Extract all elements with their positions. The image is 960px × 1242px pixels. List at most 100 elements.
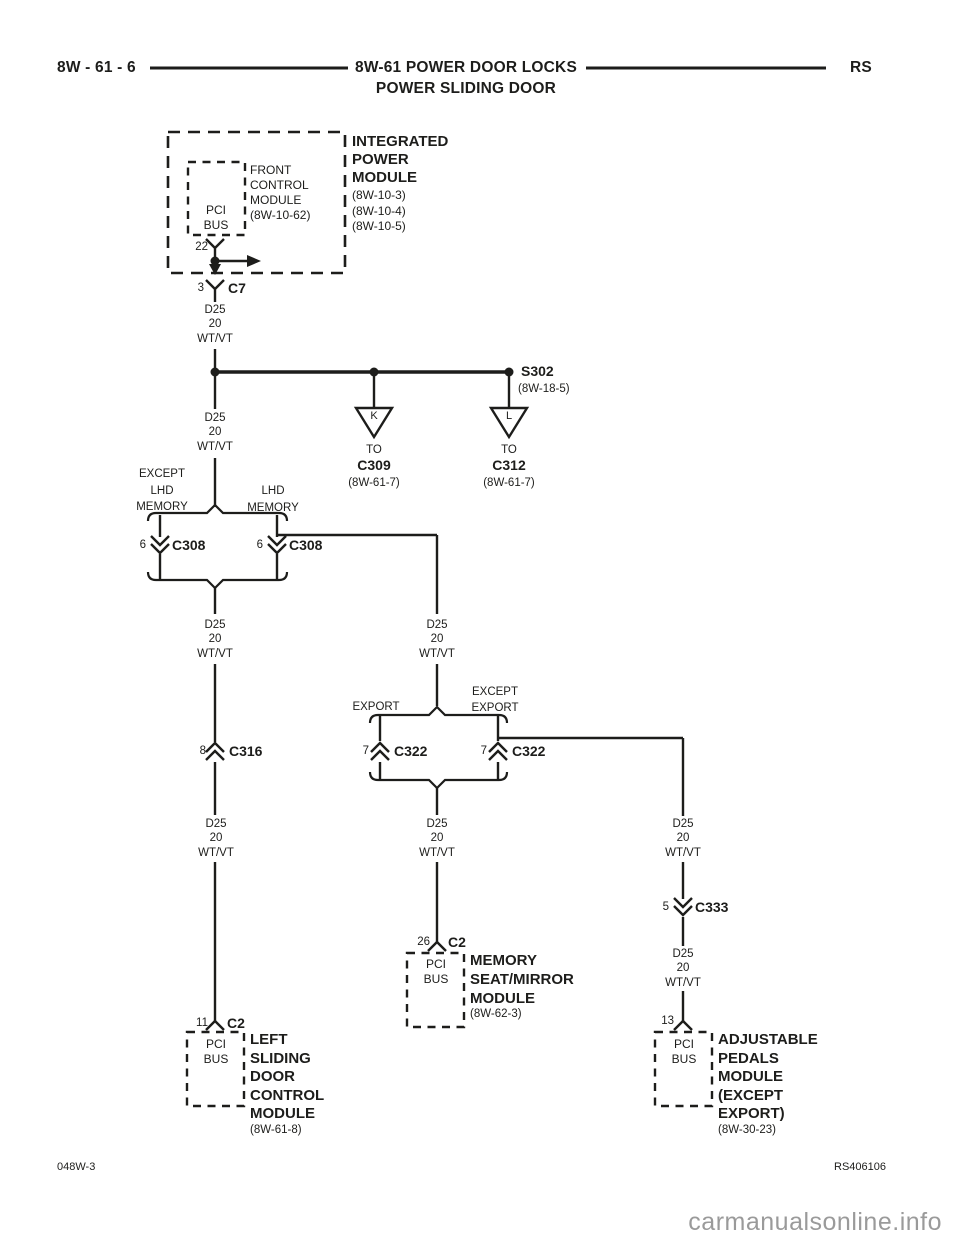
branch-brackets <box>146 503 509 790</box>
ipm-label-line: MODULE <box>352 169 417 186</box>
connector-name-c312: C312 <box>492 457 526 473</box>
c2-26-connector-icon <box>427 940 447 952</box>
wire-color: WT/VT <box>198 846 234 859</box>
module-label-line: MODULE <box>470 990 535 1007</box>
fcm-pci-bus-label: PCI BUS <box>204 203 229 233</box>
module-label-line: ADJUSTABLE <box>718 1031 818 1048</box>
splice-page-ref: (8W-18-5) <box>518 383 570 395</box>
connector-name-c2: C2 <box>227 1015 245 1031</box>
page-ref: 8W - 61 - 6 <box>57 59 136 76</box>
module-label-line: EXPORT) <box>718 1105 785 1123</box>
offpage-triangle-k <box>353 406 395 440</box>
ipm-page-refs: (8W-10-3) (8W-10-4) (8W-10-5) <box>352 188 406 235</box>
wire-circuit: D25 <box>426 818 448 830</box>
wire-label: D25 20 WT/VT <box>198 817 234 860</box>
branch-label-line: LHD <box>150 484 174 497</box>
fcm-label-line: MODULE <box>250 193 302 207</box>
splice-name-s302: S302 <box>521 363 554 379</box>
bus-label-line: BUS <box>203 1051 229 1066</box>
branch-label-line: MEMORY <box>136 501 188 513</box>
wire-label: D25 20 WT/VT <box>197 411 233 454</box>
wire-circuit: D25 <box>426 619 448 631</box>
platform-code: RS <box>850 59 872 76</box>
branch-label-except-lhd-memory: EXCEPT LHD MEMORY <box>136 466 188 516</box>
module-label-line: (EXCEPT <box>718 1086 784 1104</box>
pin-number-11: 11 <box>196 1017 208 1029</box>
split-bracket-memory <box>146 503 289 522</box>
wire-color: WT/VT <box>197 332 233 345</box>
connector-name-c308-right: C308 <box>289 537 323 553</box>
page-ref-line: (8W-10-4) <box>352 203 406 218</box>
footer-sheet-code: 048W-3 <box>57 1161 96 1173</box>
bus-label-line: BUS <box>423 971 449 986</box>
wire-label: D25 20 WT/VT <box>665 947 701 990</box>
wire-color: WT/VT <box>197 440 233 453</box>
module-label-line: MODULE <box>718 1068 783 1086</box>
wire-color: WT/VT <box>419 647 455 660</box>
pedals-module-bus-label: PCI BUS <box>672 1037 697 1066</box>
memory-module-page-ref: (8W-62-3) <box>470 1008 522 1020</box>
connector-name-c333: C333 <box>695 899 729 915</box>
pin-number-13: 13 <box>661 1015 674 1027</box>
offpage-letter-k: K <box>370 410 378 422</box>
wire-color: WT/VT <box>665 846 701 859</box>
module-label-line: SLIDING <box>250 1049 311 1067</box>
wire-label: D25 20 WT/VT <box>197 618 233 661</box>
pedals-module-label: ADJUSTABLE PEDALS MODULE (EXCEPT EXPORT) <box>718 1031 818 1124</box>
c2-13-connector-icon <box>673 1019 693 1031</box>
sliding-module-bus-label: PCI BUS <box>204 1037 229 1066</box>
wire-gauge: 20 <box>430 633 444 646</box>
splice-dot-s302 <box>504 367 514 377</box>
fcm-label-line: (8W-10-62) <box>250 208 311 222</box>
wire-circuit: D25 <box>204 304 226 316</box>
to-label: TO <box>366 444 382 456</box>
wire-gauge: 20 <box>208 318 222 331</box>
split-bracket-export <box>368 705 509 724</box>
pedals-module-box <box>653 1030 714 1108</box>
wire-label: D25 20 WT/VT <box>419 817 455 860</box>
c316-connector-icon <box>205 741 225 761</box>
pin-number-3: 3 <box>197 282 204 294</box>
memory-module-label: MEMORY SEAT/MIRROR MODULE <box>470 951 574 1008</box>
junctions-and-arrows <box>209 255 514 377</box>
module-label-line: SEAT/MIRROR <box>470 971 574 988</box>
fcm-label: FRONT CONTROL MODULE (8W-10-62) <box>250 163 310 223</box>
connector-name-c309: C309 <box>357 457 391 473</box>
connector-name-c322-right: C322 <box>512 743 546 759</box>
module-label-line: LEFT <box>250 1031 288 1048</box>
wire-color: WT/VT <box>665 976 701 989</box>
wire-gauge: 20 <box>208 633 222 646</box>
fcm-box <box>186 160 247 237</box>
wire-gauge: 20 <box>676 962 690 975</box>
bus-label-line: PCI <box>673 1037 694 1051</box>
merge-bracket-export <box>368 771 509 790</box>
connector-page-ref: (8W-61-7) <box>348 477 400 489</box>
branch-label-line: EXPORT <box>471 701 519 714</box>
wire-circuit: D25 <box>672 818 694 830</box>
arrow-right-icon <box>247 255 261 267</box>
wire-label: D25 20 WT/VT <box>665 817 701 860</box>
pin-number-22: 22 <box>195 241 208 253</box>
wire-gauge: 20 <box>209 832 223 845</box>
bus-label-line: PCI <box>425 957 446 971</box>
memory-module-bus-label: PCI BUS <box>424 957 449 986</box>
connector-name-c316: C316 <box>229 743 263 759</box>
branch-label-export: EXPORT <box>352 701 400 713</box>
pin-number-7: 7 <box>480 745 487 757</box>
connector-name-c322-left: C322 <box>394 743 428 759</box>
fcm-label-line: CONTROL <box>250 178 309 192</box>
bus-label-line: BUS <box>203 218 229 232</box>
bus-label-line: PCI <box>205 1037 226 1051</box>
branch-label-lhd-memory: LHD MEMORY <box>247 483 299 516</box>
page-subtitle: POWER SLIDING DOOR <box>375 80 557 97</box>
offpage-letter-l: L <box>505 410 513 422</box>
wire-color: WT/VT <box>197 647 233 660</box>
offpage-triangle-l <box>488 406 530 440</box>
wire-color: WT/VT <box>419 846 455 859</box>
sliding-module-label: LEFT SLIDING DOOR CONTROL MODULE <box>250 1031 324 1124</box>
memory-module-box <box>405 951 466 1029</box>
branch-label-line: EXCEPT <box>138 468 186 480</box>
ipm-box <box>166 130 347 275</box>
wire-circuit: D25 <box>672 948 694 960</box>
